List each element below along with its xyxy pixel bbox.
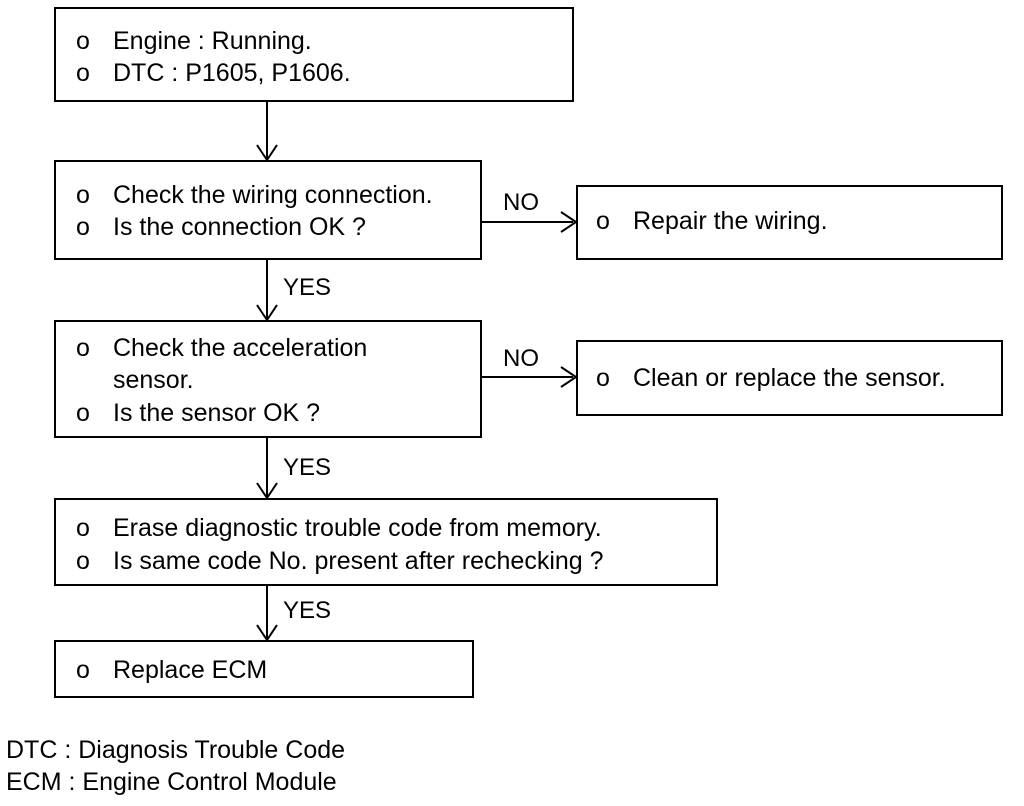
yes-label-sensor: YES	[283, 454, 332, 481]
step3-line-3: Is the sensor OK ?	[113, 399, 321, 427]
no-label-wiring: NO	[503, 189, 539, 216]
step3-line-1: Check the acceleration	[113, 334, 368, 362]
bullet-marker: o	[76, 547, 90, 575]
bullet-marker: o	[76, 181, 90, 209]
legend-dtc: DTC : Diagnosis Trouble Code	[6, 736, 346, 764]
bullet-marker: o	[76, 27, 90, 55]
yes-label-recheck: YES	[283, 597, 332, 624]
step2-line-2: Is the connection OK ?	[113, 213, 366, 241]
step4-line-2: Is same code No. present after recheckin…	[113, 547, 604, 575]
step-replace-ecm-box: o Replace ECM	[54, 640, 474, 698]
legend-ecm: ECM : Engine Control Module	[6, 768, 337, 796]
bullet-marker: o	[76, 399, 90, 427]
step-check-wiring-box: o Check the wiring connection. o Is the …	[54, 160, 482, 260]
bullet-marker: o	[76, 334, 90, 362]
step3-line-2: sensor.	[113, 366, 194, 394]
result-replace-sensor-box: o Clean or replace the sensor.	[576, 340, 1003, 416]
result-repair-wiring-box: o Repair the wiring.	[576, 185, 1003, 260]
result2-line-1: Clean or replace the sensor.	[633, 364, 946, 392]
bullet-marker: o	[76, 656, 90, 684]
yes-label-wiring: YES	[283, 274, 332, 301]
no-label-sensor: NO	[503, 345, 539, 372]
bullet-marker: o	[596, 364, 610, 392]
bullet-marker: o	[76, 59, 90, 87]
step5-line-1: Replace ECM	[113, 656, 268, 684]
step1-line-2: DTC : P1605, P1606.	[113, 59, 351, 87]
result1-line-1: Repair the wiring.	[633, 207, 828, 235]
step2-line-1: Check the wiring connection.	[113, 181, 433, 209]
step-engine-running-box: o Engine : Running. o DTC : P1605, P1606…	[54, 7, 574, 102]
step-check-sensor-box: o Check the acceleration sensor. o Is th…	[54, 320, 482, 438]
step-erase-dtc-box: o Erase diagnostic trouble code from mem…	[54, 498, 718, 586]
step1-line-1: Engine : Running.	[113, 27, 312, 55]
bullet-marker: o	[76, 213, 90, 241]
bullet-marker: o	[596, 207, 610, 235]
bullet-marker: o	[76, 514, 90, 542]
step4-line-1: Erase diagnostic trouble code from memor…	[113, 514, 602, 542]
